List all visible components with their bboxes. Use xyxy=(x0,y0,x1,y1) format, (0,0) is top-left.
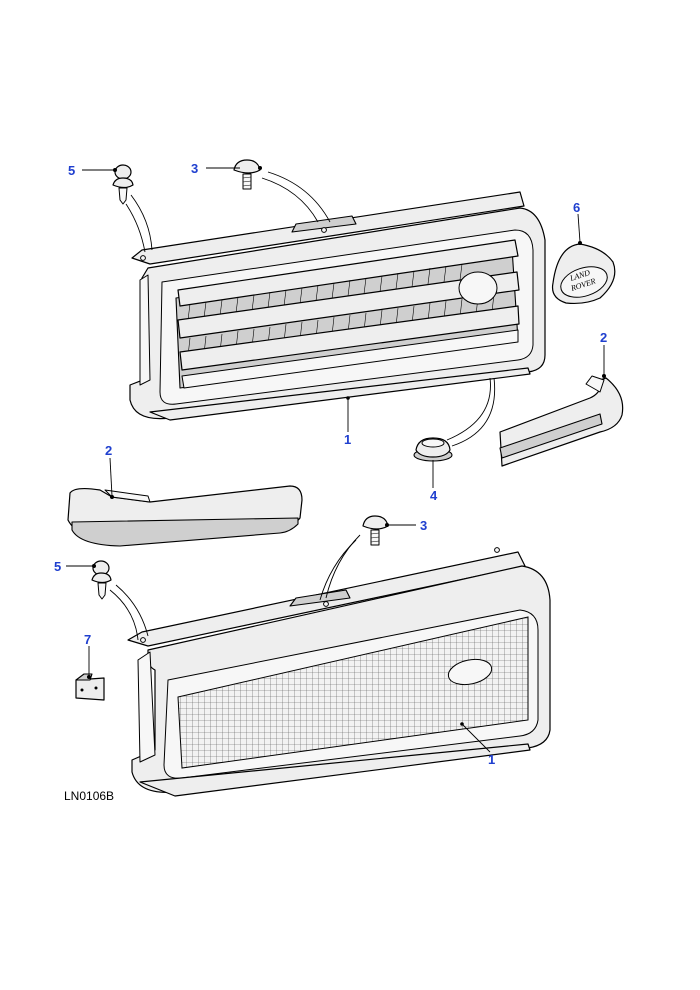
callout-3-bottom: 3 xyxy=(420,518,427,533)
leader-lines xyxy=(66,167,605,753)
callout-6: 6 xyxy=(573,200,580,215)
callout-2-right: 2 xyxy=(600,330,607,345)
grille-mesh xyxy=(127,547,551,797)
callout-1-top: 1 xyxy=(344,432,351,447)
callout-5-bottom: 5 xyxy=(54,559,61,574)
callout-7: 7 xyxy=(84,632,91,647)
callout-5-top: 5 xyxy=(68,163,75,178)
grille-emblem-mount xyxy=(458,271,498,305)
screw-top xyxy=(233,159,262,190)
clip-bottom xyxy=(91,560,112,600)
reference-code: LN0106B xyxy=(64,789,114,803)
side-trim-right xyxy=(499,374,624,467)
side-trim-left xyxy=(67,485,303,547)
callouts: 1 1 2 2 3 3 4 5 5 6 7 xyxy=(54,161,607,767)
callout-2-left: 2 xyxy=(105,443,112,458)
grille-slatted xyxy=(129,191,546,421)
screw-bottom xyxy=(362,515,389,546)
grille-emblem-mount-mesh xyxy=(447,658,493,686)
land-rover-badge: LAND ROVER xyxy=(551,241,616,305)
callout-3-top: 3 xyxy=(191,161,198,176)
mounting-bracket xyxy=(75,673,105,701)
callout-4: 4 xyxy=(430,488,438,503)
callout-1-bottom: 1 xyxy=(488,752,495,767)
grommet-plug xyxy=(413,437,453,462)
clip-top xyxy=(112,164,134,205)
